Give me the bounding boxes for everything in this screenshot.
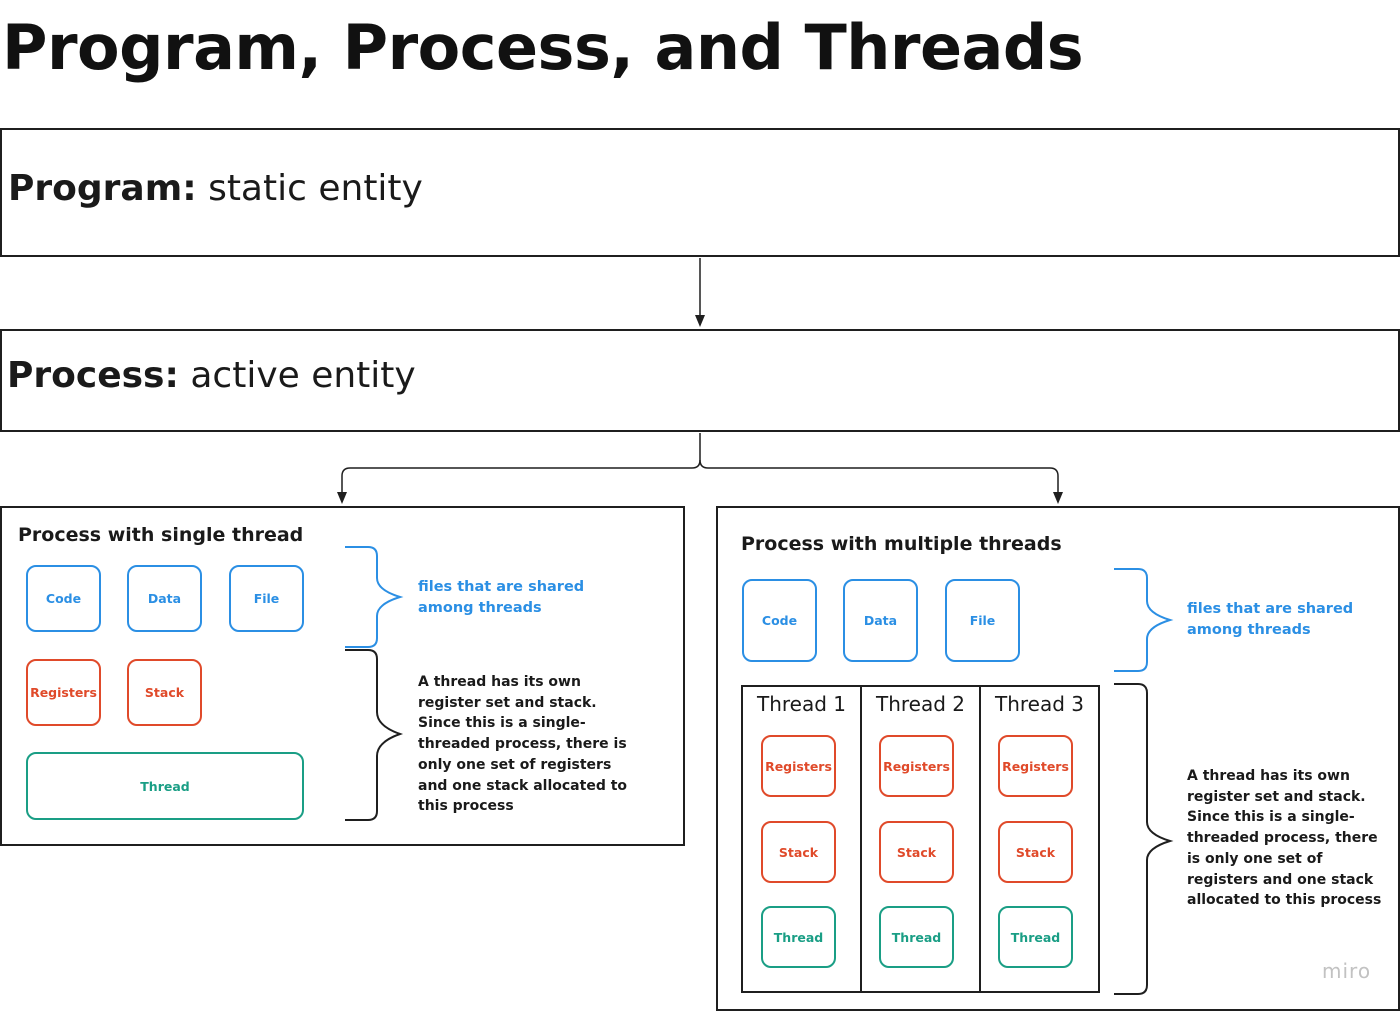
thread-column-2-label: Thread 2: [875, 692, 965, 716]
single-panel-title: Process with single thread: [18, 524, 304, 546]
thread-1-registers-chip[interactable]: Registers: [761, 735, 836, 797]
multi-code-chip[interactable]: Code: [742, 579, 817, 662]
multi-shared-note: files that are shared among threads: [1187, 601, 1354, 638]
thread-1-stack-chip[interactable]: Stack: [761, 821, 836, 883]
program-desc: static entity: [208, 168, 423, 209]
multi-own-note: A thread has its own register set and st…: [1187, 768, 1382, 909]
page-title: Program, Process, and Threads: [2, 11, 1084, 84]
single-code-chip[interactable]: Code: [26, 565, 101, 632]
thread-3-stack-chip[interactable]: Stack: [998, 821, 1073, 883]
single-shared-note: files that are shared among threads: [418, 579, 585, 616]
single-shared-brace: [345, 546, 404, 648]
process-to-panels-arrows: [337, 433, 1063, 504]
multi-file-chip[interactable]: File: [945, 579, 1020, 662]
program-label: Program: static entity: [8, 168, 423, 209]
thread-column-3[interactable]: Thread 3: [979, 685, 1100, 993]
multi-data-chip[interactable]: Data: [843, 579, 918, 662]
program-box[interactable]: Program: static entity: [0, 128, 1400, 257]
thread-column-1-label: Thread 1: [756, 692, 846, 716]
multi-panel-title: Process with multiple threads: [741, 533, 1062, 555]
thread-3-registers-chip[interactable]: Registers: [998, 735, 1073, 797]
thread-column-3-label: Thread 3: [994, 692, 1084, 716]
process-box[interactable]: Process: active entity: [0, 329, 1400, 432]
thread-3-thread-chip[interactable]: Thread: [998, 906, 1073, 968]
thread-2-stack-chip[interactable]: Stack: [879, 821, 954, 883]
single-thread-chip[interactable]: Thread: [26, 752, 304, 820]
thread-2-thread-chip[interactable]: Thread: [879, 906, 954, 968]
single-own-note: A thread has its own register set and st…: [418, 674, 628, 815]
process-desc: active entity: [190, 355, 416, 396]
single-registers-chip[interactable]: Registers: [26, 659, 101, 726]
process-label: Process: active entity: [7, 355, 416, 396]
single-stack-chip[interactable]: Stack: [127, 659, 202, 726]
thread-2-registers-chip[interactable]: Registers: [879, 735, 954, 797]
program-to-process-arrow: [695, 258, 705, 327]
single-data-chip[interactable]: Data: [127, 565, 202, 632]
single-own-brace: [345, 649, 404, 821]
multi-own-brace: [1114, 683, 1174, 995]
thread-1-thread-chip[interactable]: Thread: [761, 906, 836, 968]
miro-logo: miro: [1322, 959, 1372, 983]
single-file-chip[interactable]: File: [229, 565, 304, 632]
process-term: Process:: [7, 355, 179, 396]
program-term: Program:: [8, 168, 197, 209]
multi-shared-brace: [1114, 568, 1174, 672]
